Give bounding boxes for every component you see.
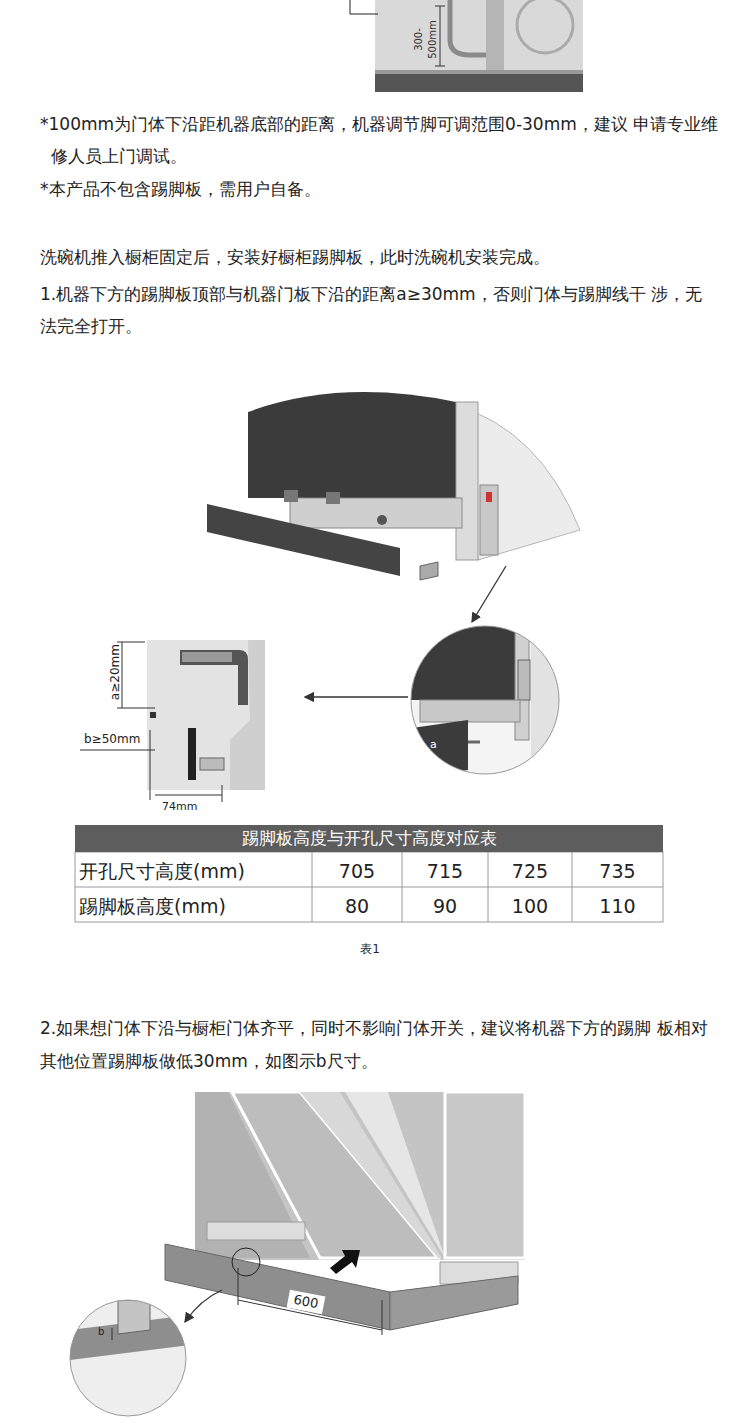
dimension: 300-500mm [412,10,439,70]
callout-letter: b [98,1325,110,1339]
paragraph: 1.机器下方的踢脚板顶部与机器门板下沿的距离a≥30mm，否则门体与踢脚线干 涉… [40,278,712,342]
dimension: b≥50mm [84,731,154,747]
table-cell: 踢脚板高度(mm) [79,894,309,920]
paragraph: 洗碗机推入橱柜固定后，安装好橱柜踢脚板，此时洗碗机安装完成。 [40,246,712,269]
table-cell: 725 [488,859,572,885]
table-title: 踢脚板高度与开孔尺寸高度对应表 [75,825,663,852]
section-drawing [80,640,265,802]
table-cell: 110 [572,894,663,920]
table-cell: 715 [402,859,488,885]
zoom-detail [405,620,571,780]
table-cell: 90 [402,894,488,920]
dimension: a≥20mm [107,641,123,703]
paragraph: 2.如果想门体下沿与橱柜门体齐平，同时不影响门体开关，建议将机器下方的踢脚 板相… [40,1012,712,1078]
table-cell: 开孔尺寸高度(mm) [79,859,309,885]
dishwasher-illustration [207,392,580,622]
note: *100mm为门体下沿距机器底部的距离，机器调节脚可调范围0-30mm，建议 申… [40,108,723,172]
dimension: 74mm [162,800,218,815]
table-cell: 705 [312,859,402,885]
table-cell: 735 [572,859,663,885]
caption: 表1 [340,941,400,958]
table-cell: 80 [312,894,402,920]
table-grid [75,852,663,922]
cabinet-illustration [70,1092,525,1420]
top-photo [350,0,583,92]
callout-letter: a [430,738,444,753]
note: *本产品不包含踢脚板，需用户自备。 [40,178,712,201]
table-header: 踢脚板高度与开孔尺寸高度对应表 [75,825,663,852]
table-cell: 100 [488,894,572,920]
